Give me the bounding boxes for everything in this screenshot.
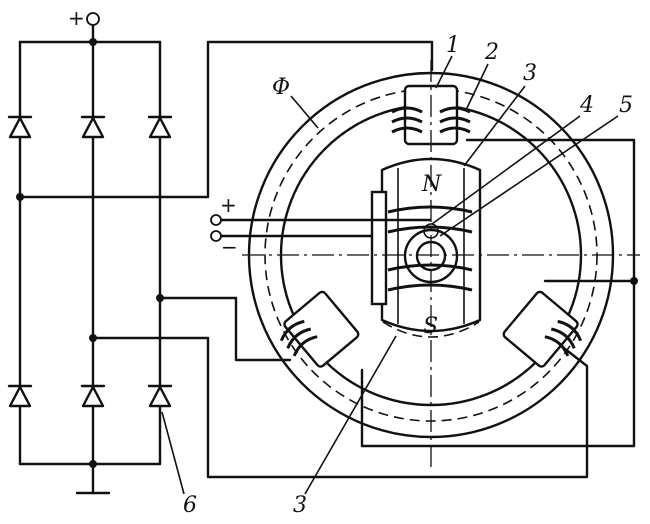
field-winding: [387, 205, 473, 292]
wire-phase-b: [158, 296, 292, 362]
excitation-terminal-negative: [210, 230, 222, 242]
callout-6: 6: [183, 493, 197, 518]
diode-lower-1: [7, 384, 33, 408]
slip-ring-block: [370, 190, 388, 306]
callout-5: 5: [619, 93, 633, 118]
flux-leader: [290, 95, 319, 129]
rectifier-bridge: +: [7, 6, 173, 495]
diode-upper-3: [147, 115, 173, 139]
diode-lower-2: [80, 384, 106, 408]
diode-upper-1: [7, 115, 33, 139]
excitation-terminals: + −: [210, 193, 432, 259]
wire-phase-a: [18, 40, 434, 199]
wire-neutral-star: [360, 138, 636, 448]
callout-6-leader: [161, 411, 185, 495]
callout-1: 1: [446, 33, 460, 58]
phase-wiring: [18, 40, 638, 479]
diode-lower-3: [147, 384, 173, 408]
stator-pole-lower-right: [502, 290, 583, 368]
callout-1-leader: [435, 55, 453, 89]
callouts: Φ 1 2 3 4 5 3 6: [161, 33, 633, 518]
wire-phase-c: [91, 336, 589, 479]
rotor-core: [380, 157, 482, 333]
callout-2-leader: [465, 63, 489, 111]
callout-3-bottom-leader: [304, 335, 397, 495]
positive-terminal-sign: +: [68, 6, 85, 30]
positive-terminal: [86, 12, 100, 26]
flux-label: Φ: [272, 75, 290, 100]
callout-2: 2: [484, 40, 499, 65]
callout-3-bottom: 3: [293, 493, 307, 518]
callout-3-top: 3: [523, 61, 537, 86]
callout-4-leader: [431, 115, 581, 225]
callout-3-top-leader: [463, 85, 526, 167]
center-lines: [242, 60, 640, 470]
callout-5-leader: [439, 115, 619, 237]
junction-neutral: [630, 277, 638, 285]
stator-pole-lower-left: [279, 290, 360, 368]
rotor-flux-arc: [382, 321, 480, 338]
junction-bottom: [89, 460, 97, 468]
excitation-positive-sign: +: [220, 193, 237, 217]
callout-4: 4: [579, 93, 594, 118]
junction-top: [89, 38, 97, 46]
excitation-negative-sign: −: [221, 235, 238, 259]
rotor: N S: [370, 157, 482, 339]
diode-upper-2: [80, 115, 106, 139]
